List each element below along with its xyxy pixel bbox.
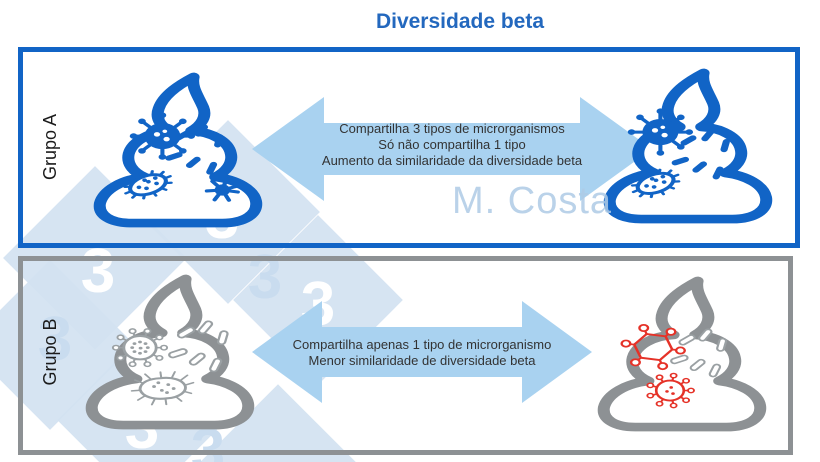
stool-sample-b-right (592, 274, 772, 434)
group-b-panel (18, 256, 793, 455)
author-watermark: M. Costa (452, 180, 613, 222)
stool-sample-a-left (88, 70, 268, 230)
arrow-caption-line: Só não compartilha 1 tipo (378, 137, 526, 153)
double-arrow-icon (252, 97, 652, 201)
stool-sample-b-left (80, 272, 260, 432)
arrow-caption-line: Compartilha 3 tipos de microrganismos (339, 121, 565, 136)
stool-sample-a-right (598, 66, 778, 226)
shared-microbes-arrow-a (252, 97, 652, 201)
page-title: Diversidade beta (375, 10, 545, 33)
arrow-caption-a: Compartilha 3 tipos de microrganismos Só… (302, 121, 602, 170)
group-b-label: Grupo B (39, 318, 60, 386)
double-arrow-icon (252, 301, 592, 403)
group-a-label: Grupo A (39, 113, 60, 181)
watermark-digit: 3 (80, 237, 116, 306)
arrow-caption-line: Compartilha apenas 1 tipo de microrganis… (292, 337, 552, 352)
stool-outline-icon (610, 73, 767, 219)
stool-outline-icon (92, 279, 249, 425)
arrow-caption-b: Compartilha apenas 1 tipo de microrganis… (272, 337, 572, 369)
watermark-digit: 3 (37, 305, 73, 374)
arrow-caption-line: Menor similaridade de diversidade beta (308, 353, 536, 369)
group-a-panel (18, 47, 800, 248)
arrow-caption-line: Aumento da similaridade da diversidade b… (321, 153, 583, 169)
virus-icon (628, 108, 693, 155)
stool-outline-icon (100, 77, 257, 223)
shared-microbes-arrow-b (252, 301, 592, 403)
